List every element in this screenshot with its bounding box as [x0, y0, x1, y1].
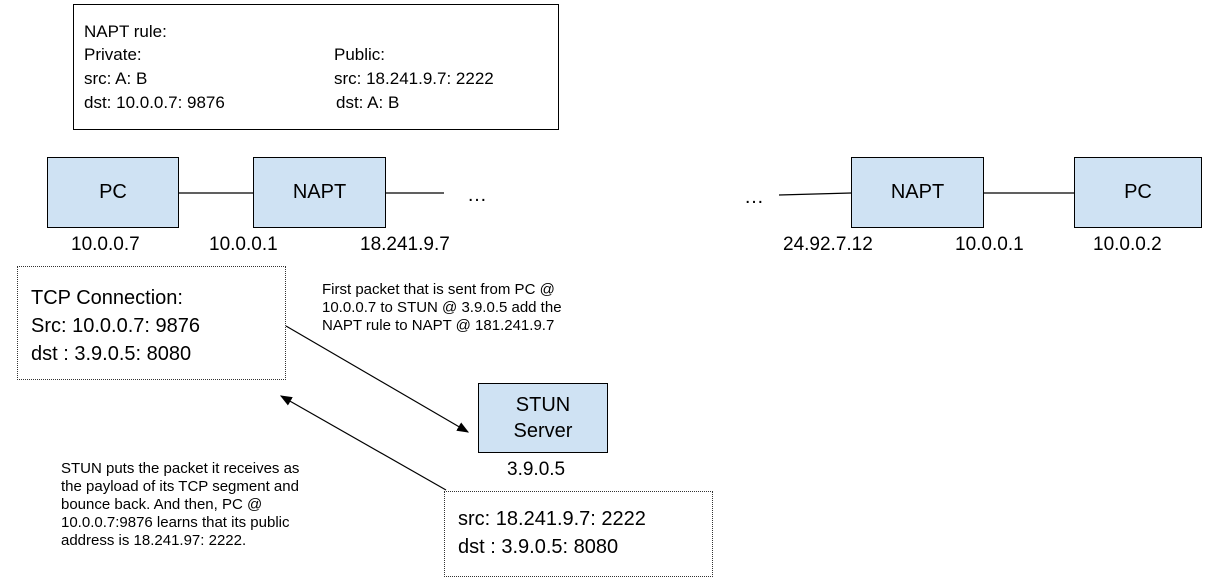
pc-right-node: PC: [1074, 157, 1202, 228]
ellipsis-right: …: [744, 186, 764, 208]
stun-server-node: STUN Server: [478, 383, 608, 453]
reply-src: src: 18.241.9.7: 2222: [458, 508, 646, 530]
rule-private-label: Private:: [84, 45, 142, 64]
rule-public-dst: dst: A: B: [336, 93, 400, 112]
napt-left-label: NAPT: [292, 181, 347, 203]
reply-dst: dst : 3.9.0.5: 8080: [458, 536, 619, 558]
link-internet-napt-right: [778, 192, 852, 196]
napt-rule-box: NAPT rule: Private: src: A: B dst: 10.0.…: [73, 4, 559, 130]
tcp-connection-box: TCP Connection: Src: 10.0.0.7: 9876 dst …: [17, 266, 286, 380]
pc-left-node: PC: [47, 157, 179, 228]
rule-public-src: src: 18.241.9.7: 2222: [334, 69, 494, 88]
first-packet-note: First packet that is sent from PC @ 10.0…: [322, 281, 562, 335]
ip-pc-left: 10.0.0.7: [71, 234, 140, 255]
ip-napt-right-private: 10.0.0.1: [955, 234, 1024, 255]
ip-napt-left-public: 18.241.9.7: [360, 234, 450, 255]
pc-left-label: PC: [99, 181, 127, 203]
napt-left-node: NAPT: [253, 157, 386, 228]
napt-right-node: NAPT: [851, 157, 984, 228]
first-note-line: NAPT rule to NAPT @ 181.241.9.7: [322, 317, 555, 334]
stun-note-line: STUN puts the packet it receives as: [61, 460, 300, 477]
reply-packet-box: src: 18.241.9.7: 2222 dst : 3.9.0.5: 808…: [444, 491, 713, 577]
pc-right-label: PC: [1124, 181, 1152, 203]
rule-private-src: src: A: B: [84, 69, 148, 88]
tcp-dst: dst : 3.9.0.5: 8080: [31, 343, 192, 365]
stun-label-line1: STUN: [515, 394, 571, 416]
ip-napt-right-public: 24.92.7.12: [783, 234, 873, 255]
stun-note-line: bounce back. And then, PC @: [61, 496, 263, 513]
stun-note-line: address is 18.241.97: 2222.: [61, 532, 247, 549]
arrow-to-stun: [285, 325, 470, 433]
first-note-line: 10.0.0.7 to STUN @ 3.9.0.5 add the: [322, 299, 562, 316]
ip-pc-right: 10.0.0.2: [1093, 234, 1162, 255]
rule-title: NAPT rule:: [84, 22, 167, 41]
stun-note-line: the payload of its TCP segment and: [61, 478, 299, 495]
ip-napt-left-private: 10.0.0.1: [209, 234, 278, 255]
ellipsis-left: …: [467, 184, 487, 206]
stun-label-line2: Server: [513, 420, 573, 442]
arrow-to-pc: [279, 395, 447, 491]
rule-private-dst: dst: 10.0.0.7: 9876: [84, 93, 225, 112]
first-note-line: First packet that is sent from PC @: [322, 281, 555, 298]
napt-right-label: NAPT: [890, 181, 945, 203]
rule-public-label: Public:: [334, 45, 386, 64]
tcp-title: TCP Connection:: [31, 287, 183, 309]
tcp-src: Src: 10.0.0.7: 9876: [31, 315, 201, 337]
stun-bounce-note: STUN puts the packet it receives as the …: [61, 460, 299, 550]
stun-note-line: 10.0.0.7:9876 learns that its public: [61, 514, 290, 531]
ip-stun: 3.9.0.5: [507, 459, 566, 480]
